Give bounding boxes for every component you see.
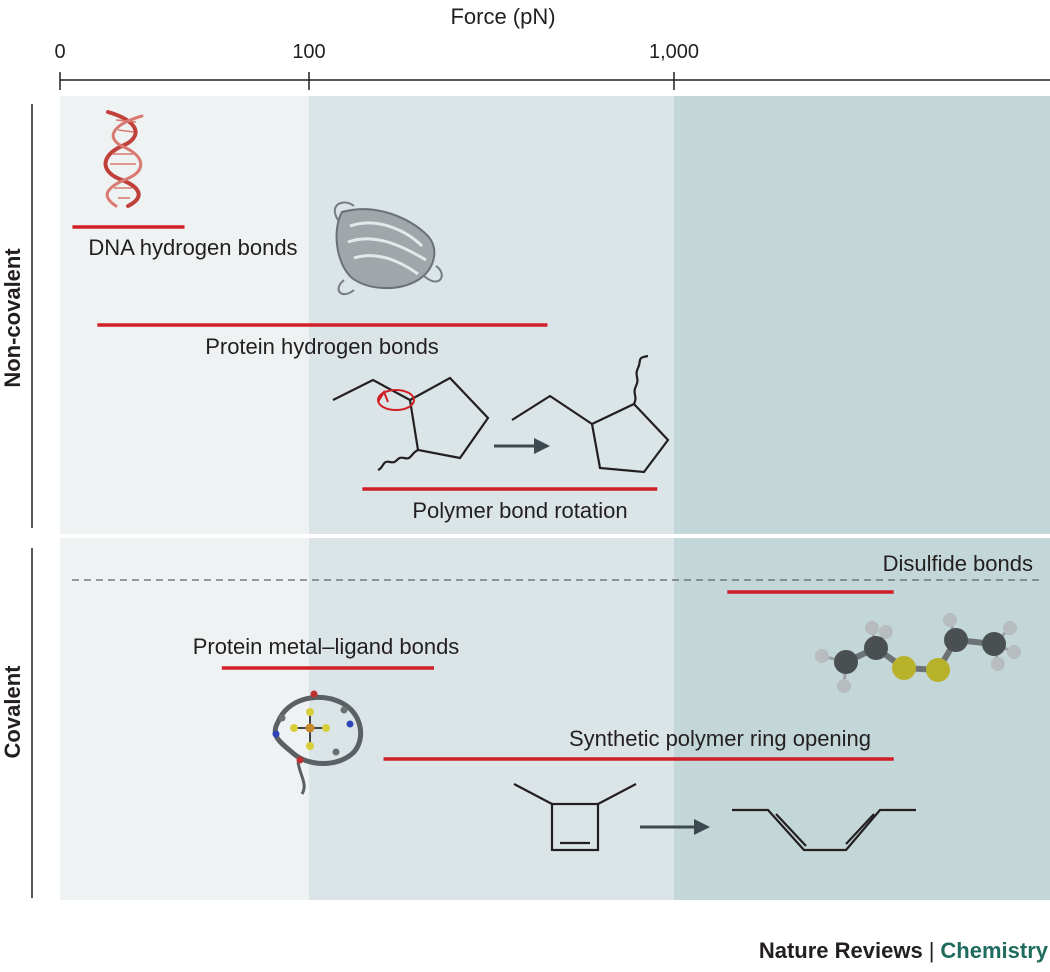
protein-strands bbox=[347, 221, 427, 276]
group-label-covalent: Covalent bbox=[0, 665, 25, 759]
rotation-icon bbox=[377, 389, 415, 411]
force-diagram: Force (pN) 0 100 1,000 Non-covalent Covale… bbox=[0, 4, 1050, 900]
bond-rotation-arrow-icon bbox=[494, 438, 550, 454]
range-label-ring: Synthetic polymer ring opening bbox=[569, 726, 871, 751]
zone-high-force bbox=[674, 96, 1050, 900]
force-axis: Force (pN) 0 100 1,000 bbox=[54, 4, 1050, 90]
dna-strand-a bbox=[103, 110, 141, 208]
axis-title: Force (pN) bbox=[450, 4, 555, 29]
credit-separator: | bbox=[928, 938, 935, 963]
axis-tick-label: 1,000 bbox=[649, 41, 699, 63]
range-label-protein-h: Protein hydrogen bonds bbox=[205, 334, 439, 359]
journal-name: Nature Reviews bbox=[758, 938, 923, 963]
disulfide-molecule-icon bbox=[815, 613, 1021, 693]
zone-low-force bbox=[60, 96, 309, 900]
axis-tick-label: 0 bbox=[54, 41, 65, 63]
axis-tick-label: 100 bbox=[292, 41, 325, 63]
dna-base-pairs bbox=[110, 119, 137, 199]
dna-strand-b bbox=[105, 114, 144, 208]
protein-loops bbox=[333, 201, 443, 296]
metal-ligand-structure-icon bbox=[272, 690, 364, 795]
sulfur-atom-1 bbox=[892, 656, 916, 680]
group-labels: Non-covalent Covalent bbox=[0, 104, 33, 898]
journal-section: Chemistry bbox=[940, 938, 1048, 963]
range-label-disulfide: Disulfide bonds bbox=[883, 551, 1033, 576]
bond-rotation-reactant-icon bbox=[332, 376, 490, 472]
range-label-metal: Protein metal–ligand bonds bbox=[193, 634, 460, 659]
group-divider bbox=[60, 534, 1050, 538]
ring-opening-product-icon bbox=[732, 808, 916, 852]
group-label-noncovalent: Non-covalent bbox=[0, 248, 25, 388]
axis-ticks: 0 100 1,000 bbox=[54, 41, 699, 90]
dna-helix-icon bbox=[103, 110, 144, 208]
range-label-dna: DNA hydrogen bonds bbox=[88, 235, 297, 260]
bond-rotation-product-icon bbox=[511, 354, 670, 474]
range-label-rotation: Polymer bond rotation bbox=[412, 498, 627, 523]
journal-credit: Nature Reviews|Chemistry bbox=[759, 938, 1048, 964]
sulfur-atom-2 bbox=[926, 658, 950, 682]
metal-center bbox=[305, 723, 315, 733]
protein-structure-icon bbox=[333, 201, 443, 296]
ring-opening-arrow-icon bbox=[640, 819, 710, 835]
ring-opening-reactant-icon bbox=[513, 783, 637, 852]
